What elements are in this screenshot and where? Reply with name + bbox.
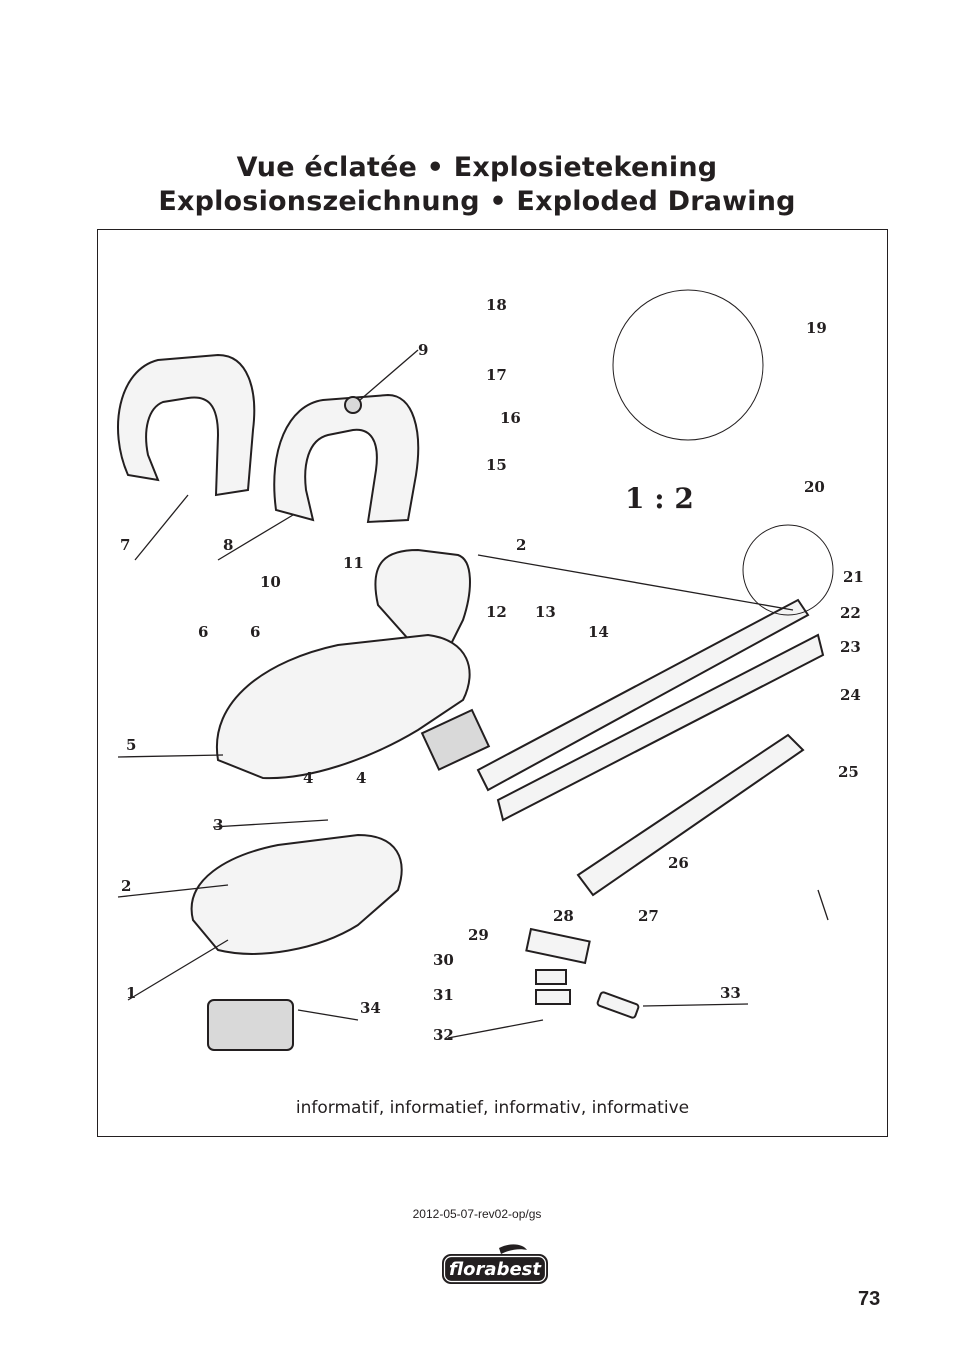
- label-4b: 4: [356, 769, 366, 787]
- label-9: 9: [418, 341, 428, 359]
- label-16: 16: [500, 409, 521, 427]
- label-14: 14: [588, 623, 609, 641]
- housing-lower-1: [190, 833, 403, 955]
- label-23: 23: [840, 638, 861, 656]
- blade-guard-25: [576, 733, 805, 897]
- florabest-logo: florabest: [442, 1244, 548, 1284]
- nut-9: [344, 396, 362, 414]
- label-28: 28: [553, 907, 574, 925]
- motor-14: [420, 708, 491, 771]
- label-19: 19: [806, 319, 827, 337]
- housing-upper-5: [215, 633, 471, 780]
- label-25: 25: [838, 763, 859, 781]
- label-12: 12: [486, 603, 507, 621]
- label-1: 1: [126, 984, 136, 1002]
- front-handle-7: [117, 353, 256, 497]
- cable-33: [596, 991, 640, 1019]
- gear-30: [535, 969, 567, 985]
- cover-11: [374, 548, 471, 651]
- label-8: 8: [223, 536, 233, 554]
- exploded-drawing-frame: 9 18 19 17 16 15 1 : 2 20 7 8 11 2 10 21…: [97, 229, 888, 1137]
- front-handle-8: [273, 393, 420, 524]
- battery-34: [207, 999, 294, 1051]
- label-29: 29: [468, 926, 489, 944]
- blade-21: [476, 598, 810, 792]
- caption: informatif, informatief, informativ, inf…: [295, 1098, 690, 1118]
- exploded-drawing: 9 18 19 17 16 15 1 : 2 20 7 8 11 2 10 21…: [117, 289, 864, 1051]
- label-30: 30: [433, 951, 454, 969]
- detail-circle-1: [612, 289, 764, 441]
- label-5: 5: [126, 736, 136, 754]
- label-4a: 4: [303, 769, 313, 787]
- label-24: 24: [840, 686, 861, 704]
- detail-circle-2: [742, 524, 834, 616]
- revision-text: 2012-05-07-rev02-op/gs: [412, 1207, 542, 1221]
- label-2b: 2: [121, 877, 131, 895]
- brand-name: florabest: [449, 1259, 542, 1280]
- page-title-line-1: Vue éclatée • Explosietekening: [236, 152, 718, 183]
- label-6b: 6: [250, 623, 260, 641]
- label-17: 17: [486, 366, 507, 384]
- label-27: 27: [638, 907, 659, 925]
- label-6a: 6: [198, 623, 208, 641]
- label-3: 3: [213, 816, 223, 834]
- gear-cover-29: [525, 927, 591, 965]
- label-33: 33: [720, 984, 741, 1002]
- label-31: 31: [433, 986, 454, 1004]
- label-26: 26: [668, 854, 689, 872]
- label-7: 7: [120, 536, 130, 554]
- label-ratio: 1 : 2: [625, 482, 694, 515]
- page-title-line-2: Explosionszeichnung • Exploded Drawing: [158, 186, 796, 217]
- label-20: 20: [804, 478, 825, 496]
- label-2a: 2: [516, 536, 526, 554]
- label-13: 13: [535, 603, 556, 621]
- label-21: 21: [843, 568, 864, 586]
- label-32: 32: [433, 1026, 454, 1044]
- label-18: 18: [486, 296, 507, 314]
- label-34: 34: [360, 999, 381, 1017]
- label-15: 15: [486, 456, 507, 474]
- label-11: 11: [343, 554, 364, 572]
- label-10: 10: [260, 573, 281, 591]
- blade-24: [496, 633, 825, 822]
- gear-31: [535, 989, 571, 1005]
- label-22: 22: [840, 604, 861, 622]
- page-number: 73: [858, 1288, 881, 1310]
